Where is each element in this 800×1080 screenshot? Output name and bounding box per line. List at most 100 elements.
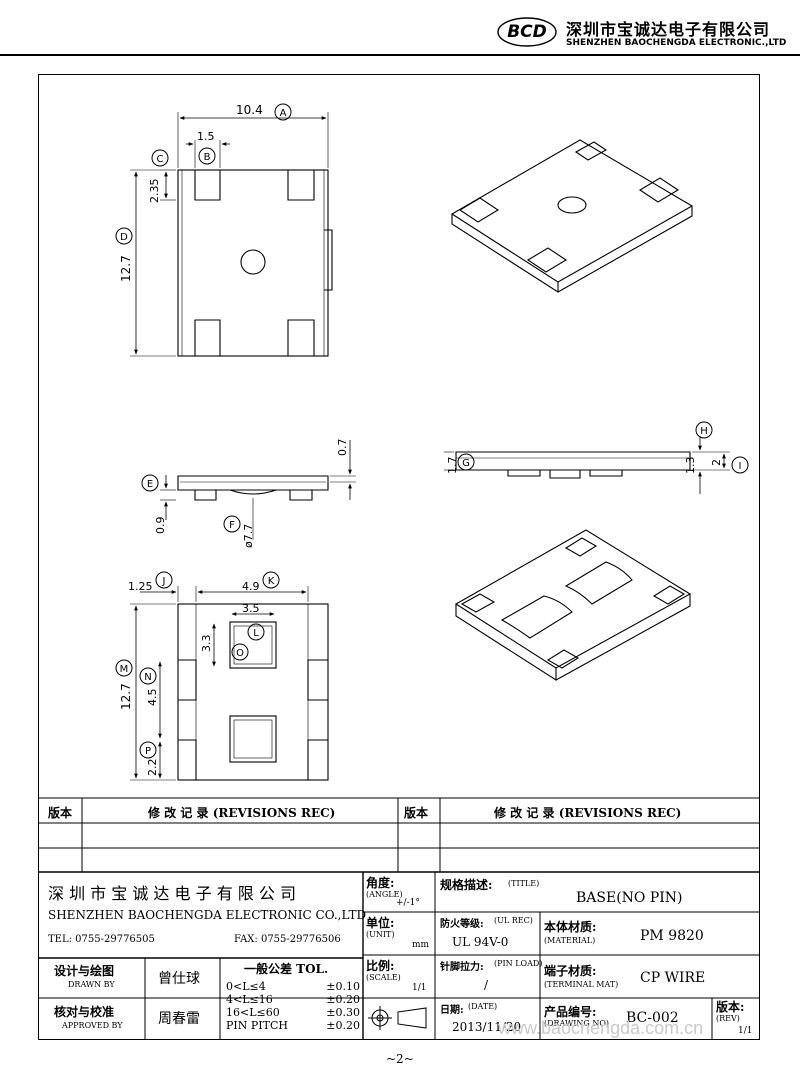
tolerance-range: 16<L≤60 <box>226 1006 280 1019</box>
callout-n: N <box>139 667 157 685</box>
tb-ul-value: UL 94V-0 <box>452 935 509 949</box>
dim-h-22: 2.2 <box>146 759 159 777</box>
tb-angle-value: +/-1° <box>396 898 420 908</box>
tolerance-row: 0<L≤4 ±0.10 <box>226 980 360 993</box>
dim-w-49: 4.9 <box>242 580 260 593</box>
svg-text:K: K <box>268 576 275 587</box>
page-number: ~2~ <box>386 1052 414 1066</box>
dim-h-07: 0.7 <box>336 439 349 457</box>
tb-date-en: (DATE) <box>468 1002 498 1011</box>
tb-title-label: 规格描述: <box>440 878 493 892</box>
side-view <box>444 436 730 494</box>
tb-pinload-en: (PIN LOAD) <box>494 959 543 968</box>
tb-angle-label: 角度: <box>366 876 395 890</box>
callout-j: J <box>155 571 173 589</box>
svg-text:G: G <box>462 458 470 469</box>
callout-o: O <box>231 643 249 661</box>
iso-view-bottom <box>454 529 692 682</box>
rev-col-records-1: 修 改 记 录 (REVISIONS REC) <box>148 806 336 820</box>
tb-scale-en: (SCALE) <box>366 973 401 982</box>
top-view <box>130 112 333 357</box>
tb-scale-value: 1/1 <box>412 983 427 993</box>
header-company-en: SHENZHEN BAOCHENGDA ELECTRONIC.,LTD <box>566 38 787 48</box>
rev-col-version-2: 版本 <box>404 806 429 820</box>
tb-title-value: BASE(NO PIN) <box>576 890 683 906</box>
dim-width-a: 10.4 <box>236 103 263 117</box>
dim-h-33: 3.3 <box>200 635 213 653</box>
svg-text:F: F <box>229 520 235 531</box>
dim-h-13: 1.3 <box>684 457 697 475</box>
tb-unit-value: mm <box>412 940 430 950</box>
tb-material-value: PM 9820 <box>640 928 704 944</box>
tb-rev-value: 1/1 <box>738 1026 753 1036</box>
rev-col-records-2: 修 改 记 录 (REVISIONS REC) <box>494 806 682 820</box>
tb-drawingno-label: 产品编号: <box>544 1005 597 1019</box>
tolerance-row: 16<L≤60 ±0.30 <box>226 1006 360 1019</box>
callout-c: C <box>151 149 169 167</box>
svg-text:C: C <box>157 154 164 165</box>
tolerance-value: ±0.10 <box>326 980 360 993</box>
tb-company-en: SHENZHEN BAOCHENGDA ELECTRONIC CO.,LTD <box>48 908 367 922</box>
tb-pinload-label: 针脚拉力: <box>440 962 484 973</box>
tolerance-value: ±0.20 <box>326 1019 360 1032</box>
tb-fax: FAX: 0755-29776506 <box>234 934 341 945</box>
tb-ul-en: (UL REC) <box>494 916 533 925</box>
tolerance-row: PIN PITCH ±0.20 <box>226 1019 360 1032</box>
dim-w-35: 3.5 <box>242 602 260 615</box>
tb-company-cn: 深 圳 市 宝 诚 达 电 子 有 限 公 司 <box>48 884 296 903</box>
watermark: www.baochengda.com.cn <box>498 1018 704 1038</box>
svg-text:O: O <box>236 648 244 659</box>
rev-col-version-1: 版本 <box>48 806 73 820</box>
dim-h-2: 2 <box>710 459 723 466</box>
header-rule <box>0 54 800 56</box>
tb-tel: TEL: 0755-29776505 <box>48 934 155 945</box>
drawing-frame <box>38 74 760 1040</box>
tolerance-range: 4<L≤16 <box>226 993 273 1006</box>
front-view <box>160 440 356 540</box>
tb-terminal-value: CP WIRE <box>640 970 706 986</box>
svg-text:I: I <box>739 461 742 472</box>
tb-material-label: 本体材质: <box>544 920 597 934</box>
tb-rev-label: 版本: <box>716 1000 745 1014</box>
tb-approved-label: 核对与校准 <box>54 1005 115 1019</box>
dim-h-d: 12.7 <box>119 255 133 282</box>
dim-h-45: 4.5 <box>146 689 159 707</box>
callout-l: L <box>247 623 265 641</box>
tb-title-en: (TITLE) <box>508 879 540 888</box>
dim-width-b: 1.5 <box>197 130 215 143</box>
tb-terminal-en: (TERMINAL MAT) <box>544 980 619 989</box>
tb-drawn-en: DRAWN BY <box>68 980 115 989</box>
company-logo: BCD <box>496 12 558 50</box>
callout-b: B <box>198 147 216 165</box>
svg-text:M: M <box>120 664 129 675</box>
tb-angle-en: (ANGLE) <box>366 890 403 899</box>
svg-text:N: N <box>144 672 151 683</box>
bottom-view <box>130 586 329 781</box>
tb-drawingno-en: (DRAWING NO) <box>544 1019 610 1028</box>
callout-k: K <box>262 571 280 589</box>
tb-material-en: (MATERIAL) <box>544 936 596 945</box>
tb-drawingno-value: BC-002 <box>626 1010 679 1026</box>
svg-text:E: E <box>147 479 153 490</box>
projection-symbol <box>368 1006 427 1030</box>
tb-scale-label: 比例: <box>366 959 395 973</box>
tb-unit-label: 单位: <box>366 916 395 930</box>
tb-drawn-value: 曾仕球 <box>158 971 200 987</box>
callout-i: I <box>731 456 749 474</box>
callout-f: F <box>223 515 241 533</box>
callout-d: D <box>115 227 133 245</box>
callout-g: G <box>457 453 475 471</box>
tb-ul-label: 防火等级: <box>440 919 484 930</box>
svg-text:A: A <box>280 108 287 119</box>
tb-unit-en: (UNIT) <box>366 930 395 939</box>
callout-e: E <box>141 474 159 492</box>
dim-w-125: 1.25 <box>128 580 153 593</box>
svg-text:BCD: BCD <box>507 22 547 42</box>
technical-drawing: 10.4 1.5 2.35 12.7 0.7 0.9 ø7.7 1.7 1.3 … <box>115 103 749 781</box>
header-company-cn: 深圳市宝诚达电子有限公司 <box>566 20 771 39</box>
dim-dia-f: ø7.7 <box>242 524 255 548</box>
callout-p: P <box>139 741 157 759</box>
dim-h-127b: 12.7 <box>119 683 133 710</box>
tb-approved-en: APPROVED BY <box>62 1021 123 1030</box>
callout-a: A <box>274 103 292 121</box>
